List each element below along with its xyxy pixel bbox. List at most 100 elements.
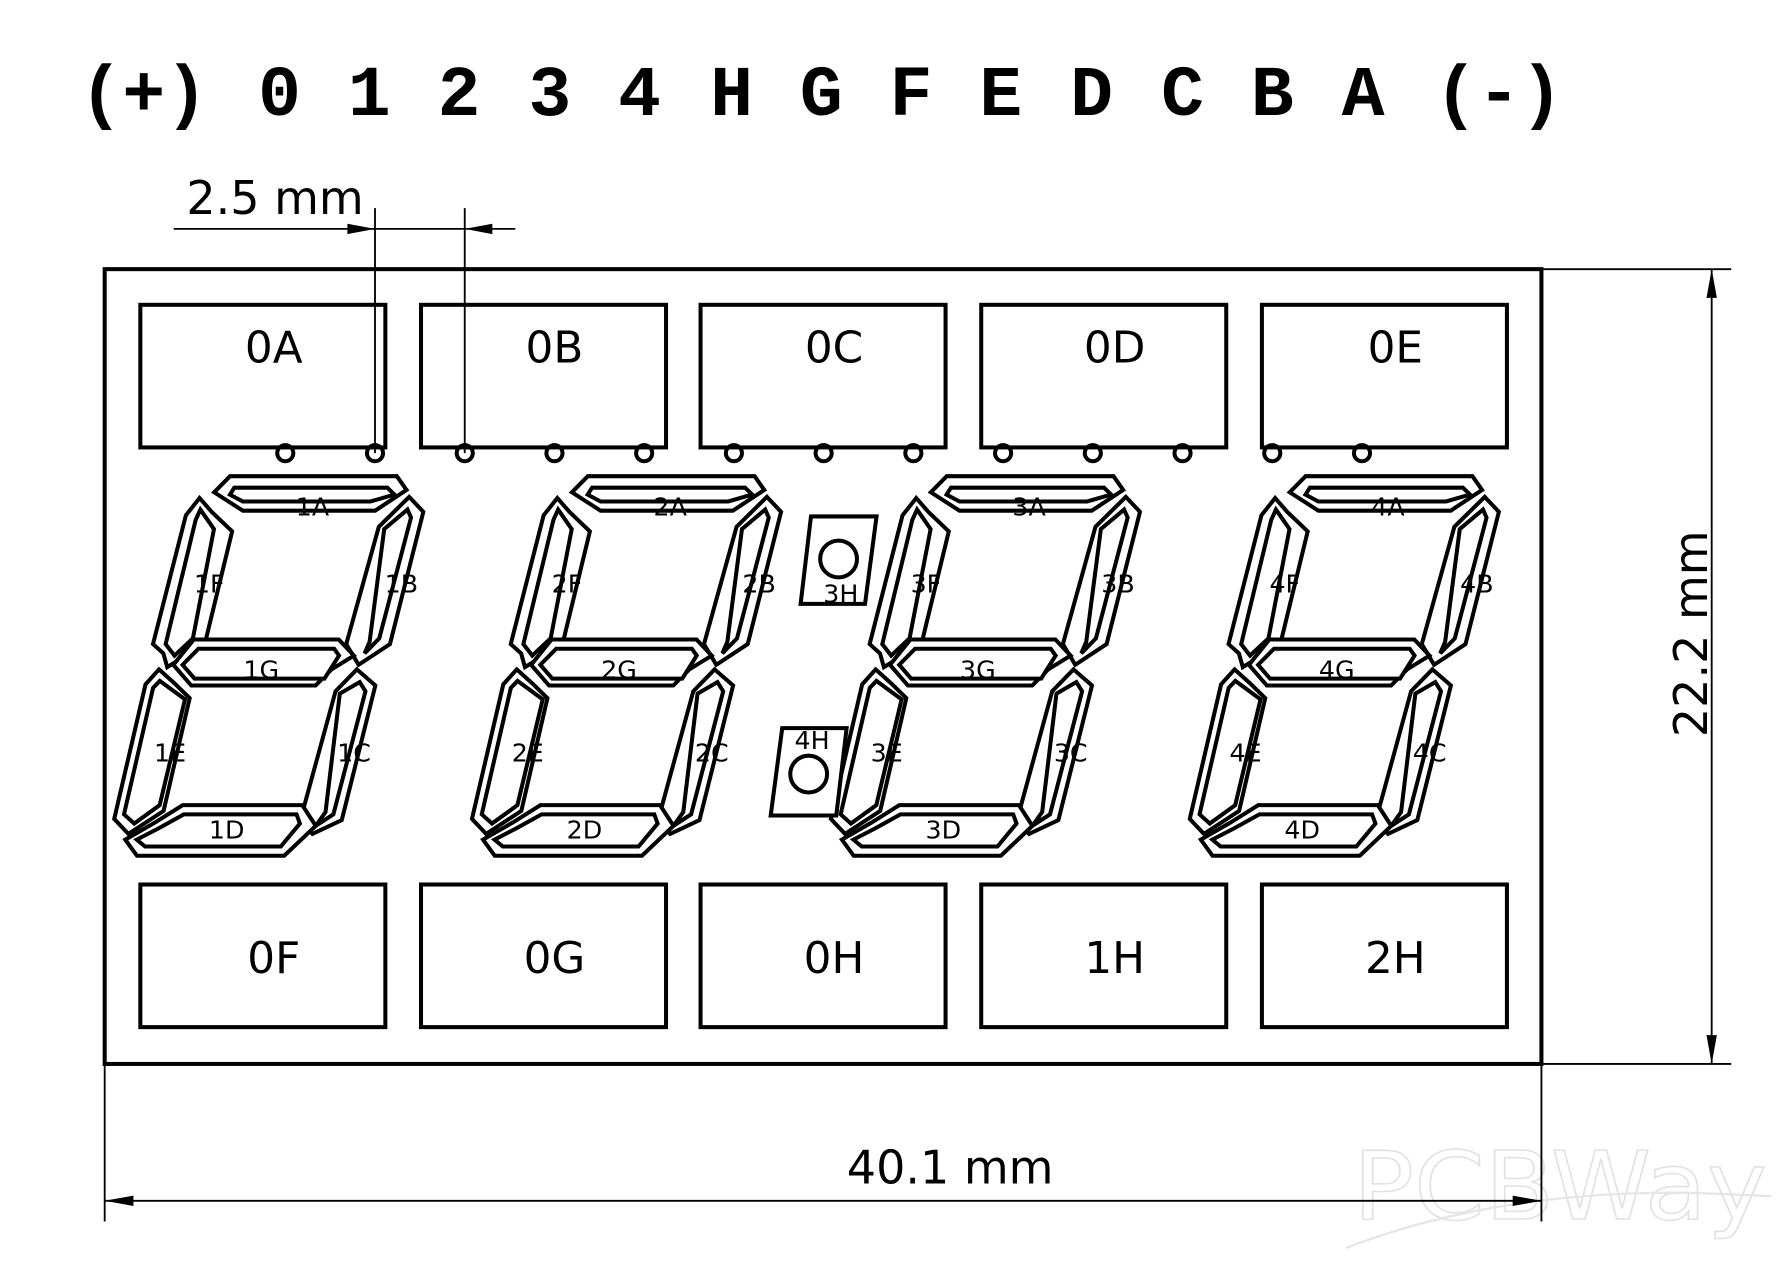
width-dimension-label: 40.1 mm [847,1141,1054,1195]
segment-label: 1C [337,738,371,767]
segment-2g: 2G [528,637,715,688]
pinout-label: B [1251,57,1294,137]
segment-label: 3F [911,569,942,598]
segment-inner-outline [1438,506,1489,655]
pinout-label: G [800,57,843,137]
colon-dot-lower-label: 4H [795,726,830,755]
segment-2c: 2C [655,666,736,837]
pad-label: 0H [804,933,865,984]
pad-outline [419,882,669,1030]
segment-label: 4F [1269,569,1300,598]
segment-label: 4B [1460,569,1493,598]
colon-dot-lower-led [788,753,830,795]
segment-4b: 4B [1419,494,1502,668]
pad-outline [698,882,948,1030]
colon-dot-upper-label: 3H [823,580,858,609]
arrow-up-icon [1706,269,1717,298]
segment-inner-outline [163,505,217,659]
arrow-right-icon [1512,1195,1542,1206]
segment-inner-outline [227,485,399,504]
arrow-right-icon [347,223,376,235]
segment-inner-outline [362,506,414,655]
segment-label: 2B [742,569,775,598]
pin-icon [454,443,475,464]
segment-inner-outline [720,506,771,655]
segment-2d: 2D [480,803,677,858]
segment-3a: 3A [927,474,1127,521]
pad-0d: 0D [979,302,1229,450]
segment-inner-outline [838,678,904,827]
pad-2h: 2H [1259,882,1509,1030]
pad-label: 0G [524,933,586,984]
pad-label: 0E [1368,322,1423,373]
pin-icon [723,443,744,464]
pinout-label: D [1070,57,1113,137]
segment-inner-outline [1239,505,1292,659]
pitch-dimension: 2.5 mm [173,171,516,454]
pinout-label: E [979,57,1022,137]
segment-3g: 3G [887,637,1074,688]
segment-label: 1A [296,492,330,521]
segment-label: 3B [1101,569,1134,598]
segment-label: 2G [601,656,637,685]
segment-1g: 1G [170,637,358,688]
segment-1d: 1D [122,803,319,858]
segment-1f: 1F [150,494,235,671]
segment-3b: 3B [1060,494,1143,668]
segment-3e: 3E [828,666,909,837]
colon-dot-upper-led [818,538,860,580]
segment-inner-outline [1197,678,1263,827]
segment-2e: 2E [469,666,550,837]
pad-outline [1259,882,1509,1030]
pad-outline [419,302,669,450]
pad-0g: 0G [419,882,669,1030]
segment-1e: 1E [112,666,192,837]
pad-outline [698,302,948,450]
segment-4a: 4A [1286,474,1485,521]
segment-1c: 1C [298,666,378,837]
pinout-label: A [1342,57,1385,137]
pin-icon [275,443,296,464]
pitch-dimension-label: 2.5 mm [186,171,363,225]
segment-2a: 2A [568,474,768,521]
segment-inner-outline [133,812,303,849]
segment-inner-outline [1079,506,1130,655]
segment-label: 3E [871,738,903,767]
pad-0h: 0H [698,882,948,1030]
pin-icon [1082,443,1103,464]
pad-0e: 0E [1259,302,1509,450]
pad-label: 2H [1365,933,1426,984]
segment-inner-outline [943,485,1115,504]
pin-icon [634,443,655,464]
pin-icon [544,443,565,464]
watermark: PCBWay [1345,1131,1772,1250]
pinout-label: 2 [438,57,481,137]
segment-3c: 3C [1014,666,1095,837]
segment-label: 3C [1054,738,1088,767]
segment-2f: 2F [508,494,593,671]
pinout-label: 1 [348,57,391,137]
pinout-label: (-) [1435,57,1563,137]
segment-label: 4C [1413,738,1447,767]
pad-label: 0B [526,322,584,373]
pad-label: 0D [1084,322,1145,373]
pad-0a: 0A [138,302,388,450]
segment-label: 4D [1284,815,1320,844]
segment-label: 1G [243,656,279,685]
colon-dot-lower-outline [768,726,849,818]
segment-3d: 3D [838,803,1036,858]
height-dimension-label: 22.2 mm [1664,530,1718,737]
segment-3f: 3F [867,494,952,671]
segment-inner-outline [179,646,342,681]
pinout-label: C [1161,57,1204,137]
pin-icon [1351,443,1373,464]
pinout-label: (+) [80,57,208,137]
digit-3: 3A 3B 3F 3G 3C 3E 3D [828,474,1143,858]
segment-label: 4A [1371,492,1405,521]
colon-dot-upper-outline [798,514,879,606]
